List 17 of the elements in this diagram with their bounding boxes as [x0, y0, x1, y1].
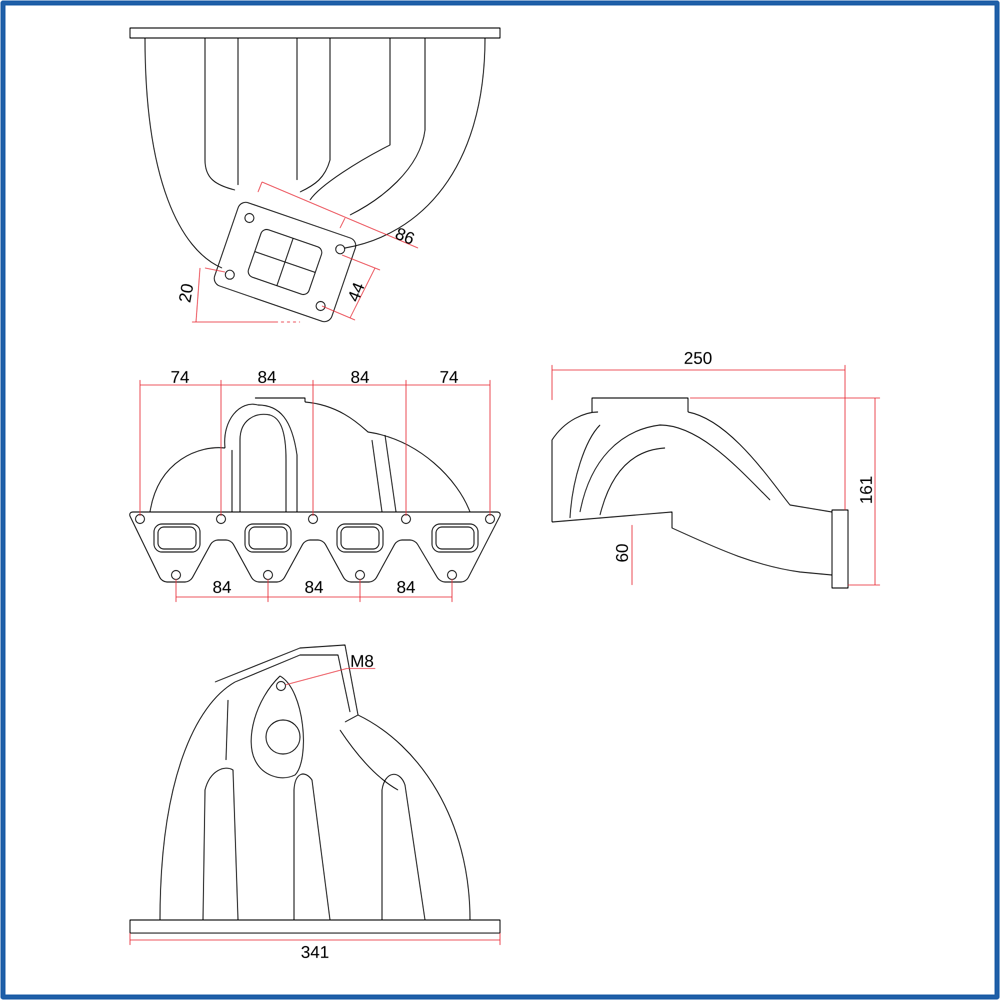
bolt-hole: [276, 681, 286, 691]
dimension-label: 20: [179, 284, 193, 302]
dimension-label: 341: [301, 946, 328, 958]
dimension-label: 84: [351, 370, 369, 384]
dimension-label: 60: [616, 544, 628, 562]
dimension-label: 44: [349, 283, 364, 302]
dimension-label: 250: [684, 352, 712, 364]
dimension-label: 161: [860, 476, 872, 503]
dimension-label: 86: [396, 228, 414, 244]
dimension-label: 84: [397, 580, 415, 594]
dimension-label: 84: [258, 370, 276, 384]
dimension-label: 74: [171, 371, 189, 383]
dimension-label: 84: [305, 580, 323, 594]
dimension-label: 84: [213, 580, 231, 594]
dimension-label: 74: [440, 371, 458, 383]
leader-line: [285, 668, 376, 686]
callout-label: M8: [352, 654, 374, 668]
